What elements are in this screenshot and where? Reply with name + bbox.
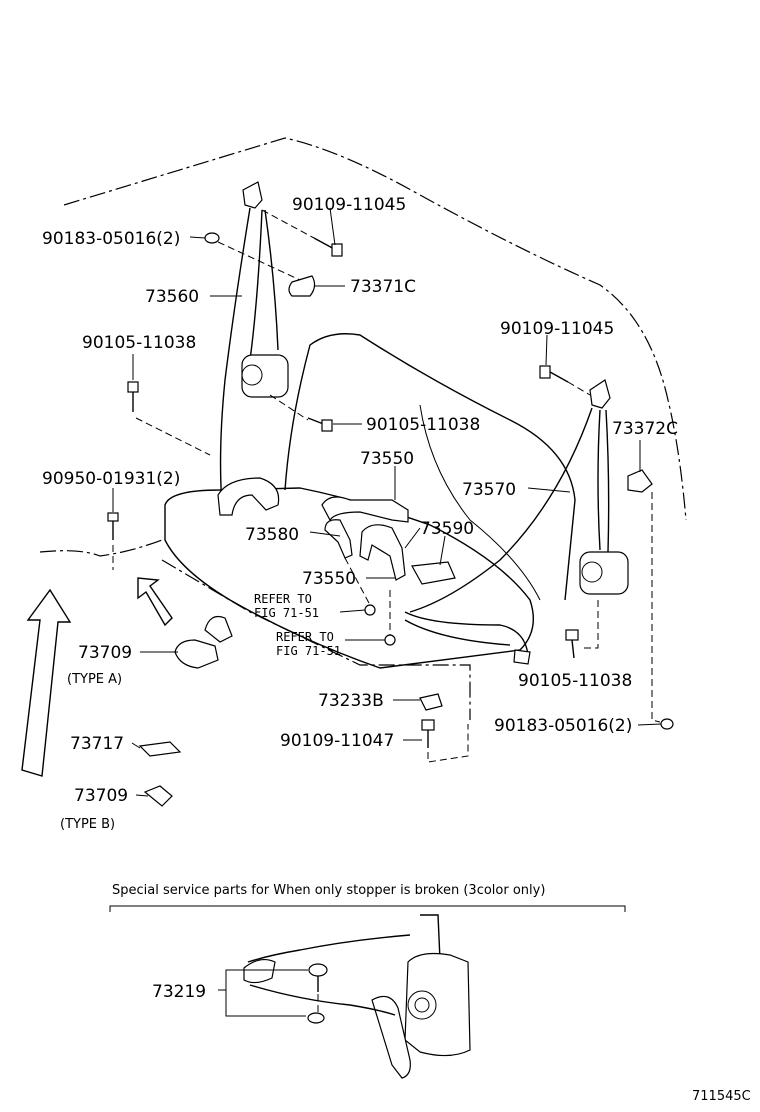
label-73550-top: 73550 — [360, 449, 414, 469]
label-90109-right: 90109-11045 — [500, 319, 614, 339]
washer-90183-right — [660, 718, 674, 730]
label-73233b: 73233B — [318, 691, 384, 711]
body-outline-floor — [39, 539, 163, 557]
bolt-90109-right — [539, 365, 569, 383]
stopper-pin — [308, 963, 328, 992]
figure-code: 711545C — [692, 1089, 751, 1104]
left-lower-anchor — [217, 477, 280, 516]
label-73717: 73717 — [70, 734, 124, 754]
left-retractor — [241, 354, 289, 398]
label-refer1-b: FIG 71-51 — [254, 606, 319, 620]
label-90109-top: 90109-11045 — [292, 195, 406, 215]
cap-73233b — [419, 693, 443, 711]
buckle-73580 — [324, 519, 353, 559]
label-90105-left: 90105-11038 — [82, 333, 196, 353]
seat-back-inner — [419, 404, 541, 601]
label-90183-top: 90183-05016(2) — [42, 229, 180, 249]
bolt-90109-top — [313, 237, 343, 257]
label-refer1-a: REFER TO — [254, 592, 312, 606]
bolt-90109-bottom — [421, 719, 435, 748]
stopper-washer — [307, 1012, 325, 1024]
left-belt-strap — [219, 207, 279, 506]
label-90183-right: 90183-05016(2) — [494, 716, 632, 736]
detail-retractor — [371, 914, 471, 1079]
label-refer2-a: REFER TO — [276, 630, 334, 644]
label-73560: 73560 — [145, 287, 199, 307]
right-belt-anchor — [589, 379, 611, 409]
detail-belt-strap — [243, 934, 411, 1016]
bolt-90105-right — [565, 629, 579, 659]
label-73371c: 73371C — [350, 277, 416, 297]
cover-73371c — [288, 275, 316, 297]
seat-back — [284, 333, 576, 601]
nut-refer-1 — [364, 604, 376, 616]
label-90105-mid: 90105-11038 — [366, 415, 480, 435]
plate-73717 — [138, 741, 182, 757]
front-arrow-large — [21, 588, 72, 777]
buckle-73550-mid — [359, 524, 406, 581]
front-arrow-small — [137, 577, 173, 627]
anchor-type-b — [143, 785, 173, 807]
bolt-90105-mid — [307, 417, 333, 432]
label-73709-a: 73709 — [78, 643, 132, 663]
label-type-b: (TYPE B) — [60, 817, 115, 832]
label-refer2-b: FIG 71-51 — [276, 644, 341, 658]
washer-90183-top — [204, 232, 220, 244]
label-73590: 73590 — [420, 519, 474, 539]
left-belt-anchor — [242, 181, 263, 209]
label-73372c: 73372C — [612, 419, 678, 439]
right-anchor-plate — [513, 649, 531, 665]
right-retractor — [579, 551, 629, 595]
nut-refer-2 — [384, 634, 396, 646]
cover-73372c — [627, 469, 653, 493]
label-73219: 73219 — [152, 982, 206, 1002]
bolt-90105-left — [127, 381, 139, 412]
anchor-type-a-cap — [204, 615, 233, 643]
label-90109-bottom: 90109-11047 — [280, 731, 394, 751]
label-90950: 90950-01931(2) — [42, 469, 180, 489]
label-type-a: (TYPE A) — [67, 672, 122, 687]
buckle-73550-top — [321, 496, 409, 523]
body-outline-roof — [63, 137, 687, 521]
label-73570: 73570 — [462, 480, 516, 500]
buckle-73590 — [411, 561, 456, 585]
right-lower-strap — [404, 611, 529, 656]
special-bracket — [109, 905, 626, 912]
label-73580: 73580 — [245, 525, 299, 545]
bolt-90950 — [107, 512, 119, 540]
label-90105-right: 90105-11038 — [518, 671, 632, 691]
right-belt-strap — [409, 407, 610, 613]
label-73709-b: 73709 — [74, 786, 128, 806]
label-73219-bracket — [218, 969, 308, 1017]
label-73550-mid: 73550 — [302, 569, 356, 589]
anchor-type-a — [174, 639, 219, 669]
seat-cushion — [164, 487, 534, 669]
special-note: Special service parts for When only stop… — [112, 883, 545, 898]
